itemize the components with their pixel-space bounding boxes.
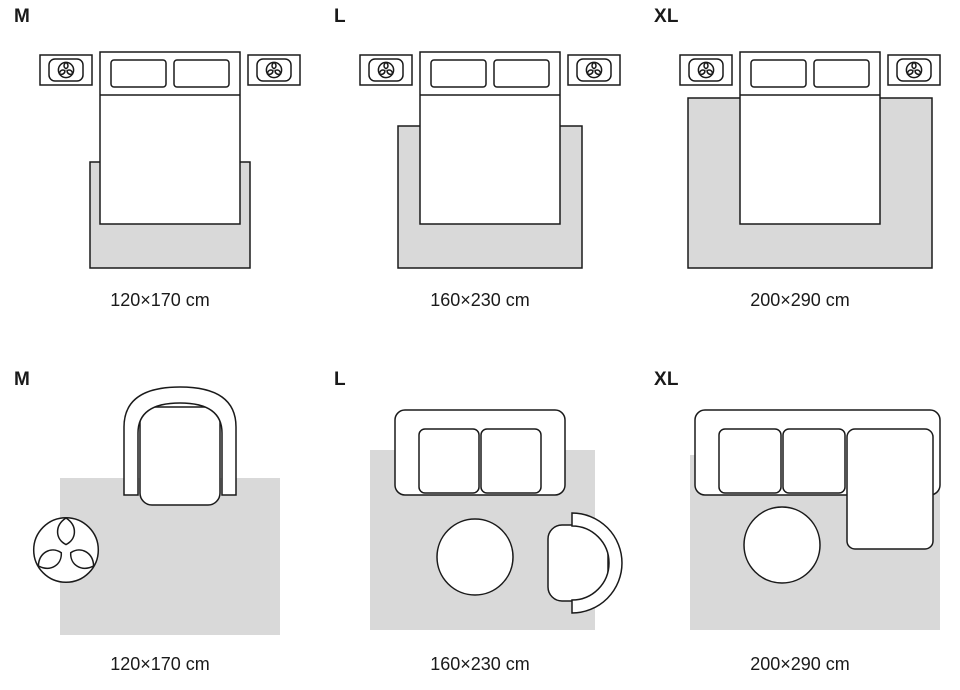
nightstand-right [887, 54, 941, 86]
bedroom-l-illustration [359, 51, 621, 269]
armchair-back [123, 386, 237, 496]
plant-icon [905, 61, 923, 79]
nightstand-left [679, 54, 733, 86]
bedroom-m-illustration [39, 51, 301, 269]
bed [99, 51, 241, 225]
armchair-seat [139, 406, 221, 506]
size-label: XL [654, 6, 679, 27]
size-label: L [334, 369, 346, 390]
coffee-table [436, 518, 514, 596]
panel-bedroom-l: L 160×230 cm [320, 0, 640, 345]
plant-icon [265, 61, 283, 79]
dimension-label: 120×170 cm [110, 290, 210, 310]
bedroom-xl-illustration [679, 51, 941, 269]
panel-living-l: L 160×230 cm [320, 345, 640, 690]
coffee-table [743, 506, 821, 584]
pillow [173, 59, 230, 88]
side-chair [547, 512, 623, 614]
panel-bedroom-xl: XL 200×290 cm [640, 0, 960, 345]
plant-icon [377, 61, 395, 79]
dimension-label: 120×170 cm [110, 654, 210, 674]
pillow [750, 59, 807, 88]
size-label: M [14, 6, 31, 27]
bed [739, 51, 881, 225]
armchair [123, 386, 237, 506]
sofa [394, 409, 566, 496]
sofa-cushion [718, 428, 782, 494]
sofa-cushion [782, 428, 846, 494]
sofa-chaise [846, 428, 934, 550]
size-label: M [14, 369, 31, 390]
side-chair-back [571, 512, 623, 614]
pillow [110, 59, 167, 88]
dimension-label: 160×230 cm [430, 290, 530, 310]
panel-living-m: M 120×170 cm [0, 345, 320, 690]
sectional-sofa [694, 409, 941, 550]
dimension-label: 160×230 cm [430, 654, 530, 674]
sofa-cushion [418, 428, 480, 494]
plant-icon [34, 518, 99, 583]
living-m-illustration [0, 386, 280, 635]
nightstand-right [247, 54, 301, 86]
living-l-illustration [370, 409, 623, 630]
size-label: XL [654, 369, 679, 390]
nightstand-left [359, 54, 413, 86]
panel-living-xl: XL 200×290 cm [640, 345, 960, 690]
dimension-label: 200×290 cm [750, 290, 850, 310]
pillow [430, 59, 487, 88]
sofa-cushion [480, 428, 542, 494]
living-xl-illustration [690, 409, 941, 630]
dimension-label: 200×290 cm [750, 654, 850, 674]
panel-bedroom-m: M 120×170 cm [0, 0, 320, 345]
nightstand-left [39, 54, 93, 86]
size-label: L [334, 6, 346, 27]
pillow [813, 59, 870, 88]
plant-icon [585, 61, 603, 79]
plant-icon [697, 61, 715, 79]
nightstand-right [567, 54, 621, 86]
bed [419, 51, 561, 225]
plant-icon [57, 61, 75, 79]
pillow [493, 59, 550, 88]
